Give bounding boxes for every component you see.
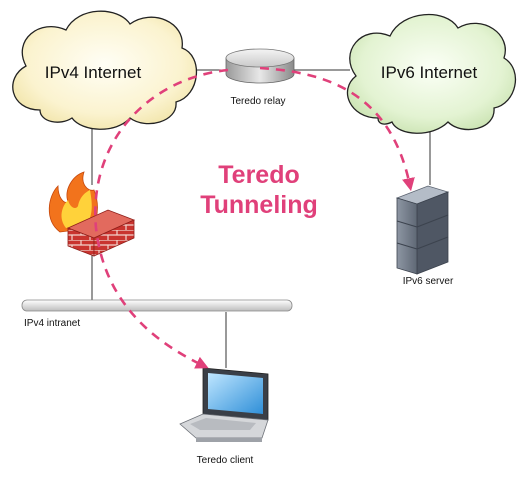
ipv4-intranet-bus: IPv4 intranet bbox=[21, 299, 293, 329]
tunnel-paths bbox=[94, 66, 415, 369]
ipv6-server-label: IPv6 server bbox=[403, 276, 454, 287]
tunnel-arrow-to-client bbox=[94, 68, 229, 369]
ipv4-internet-cloud: IPv4 Internet bbox=[12, 10, 197, 130]
firewall bbox=[48, 171, 136, 257]
ipv6-internet-cloud: IPv6 Internet bbox=[346, 14, 516, 134]
connection-lines bbox=[91, 69, 431, 368]
teredo-client-laptop: Teredo client bbox=[179, 367, 269, 466]
tunnel-arrow-to-server bbox=[259, 66, 415, 192]
teredo-client-label: Teredo client bbox=[197, 455, 254, 466]
title-line1: Teredo bbox=[218, 161, 300, 189]
ipv6-internet-label: IPv6 Internet bbox=[381, 63, 478, 82]
teredo-relay: Teredo relay bbox=[225, 48, 295, 107]
laptop-screen bbox=[208, 373, 263, 414]
ipv6-server: IPv6 server bbox=[395, 185, 454, 287]
teredo-relay-label: Teredo relay bbox=[230, 96, 285, 107]
teredo-tunneling-title: Teredo Tunneling bbox=[200, 161, 318, 219]
ipv4-internet-label: IPv4 Internet bbox=[45, 63, 142, 82]
title-line2: Tunneling bbox=[200, 191, 318, 219]
server-front bbox=[396, 197, 418, 275]
ipv4-intranet-label: IPv4 intranet bbox=[24, 318, 80, 329]
